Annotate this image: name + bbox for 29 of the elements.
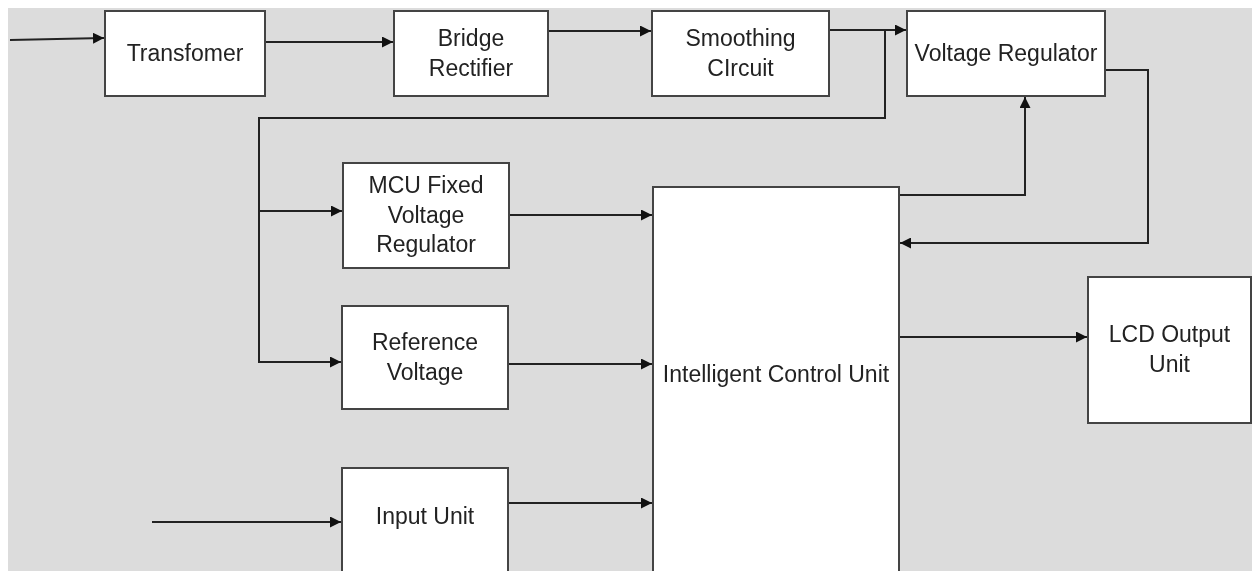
arrow xyxy=(265,36,394,48)
block-label: Reference Voltage xyxy=(370,327,480,387)
block-label: LCD Output Unit xyxy=(1107,320,1232,379)
block-label: Transfomer xyxy=(126,38,244,68)
block-label: Bridge Rectifier xyxy=(427,23,515,83)
process-box xyxy=(341,305,509,410)
process-box xyxy=(104,10,266,97)
arrow xyxy=(508,358,653,370)
block-label: Smoothing CIrcuit xyxy=(684,23,797,83)
process-box xyxy=(651,10,830,97)
arrow xyxy=(548,25,652,37)
process-box xyxy=(342,162,510,269)
arrow xyxy=(508,497,653,509)
block-label: MCU Fixed Voltage Regulator xyxy=(367,170,485,260)
arrow xyxy=(899,331,1088,343)
arrow xyxy=(899,69,1149,249)
block-label: Intelligent Control Unit xyxy=(662,360,890,390)
arrow xyxy=(899,96,1031,196)
process-box xyxy=(652,186,900,571)
arrow xyxy=(9,32,105,44)
process-box xyxy=(341,467,509,571)
block-label: Voltage Regulator xyxy=(914,38,1098,68)
arrow xyxy=(151,516,342,528)
process-box xyxy=(393,10,549,97)
process-box xyxy=(906,10,1106,97)
arrow xyxy=(509,209,653,221)
process-box xyxy=(1087,276,1252,424)
arrow xyxy=(258,29,886,368)
block-label: Input Unit xyxy=(375,502,475,532)
